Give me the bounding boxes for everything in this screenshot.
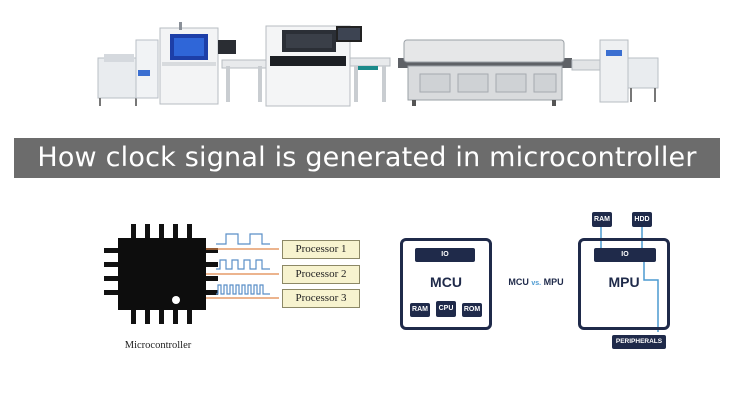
processor-1-box: Processor 1 — [282, 240, 360, 259]
vs-left: MCU — [508, 277, 529, 287]
monitor-station — [218, 40, 267, 102]
mcu-label: MCU — [430, 274, 462, 290]
mcu-ram-chip: RAM — [410, 303, 430, 317]
mpu-ram-chip: RAM — [592, 212, 612, 227]
reflow-oven — [398, 39, 572, 106]
mpu-block — [578, 238, 670, 330]
clock-wave-3 — [216, 284, 270, 295]
unloader-machine — [571, 39, 659, 103]
pick-and-place-machine — [265, 25, 391, 107]
mcu-rom-chip: ROM — [462, 303, 482, 317]
clock-signals — [206, 233, 279, 299]
mpu-hdd-chip: HDD — [632, 212, 652, 227]
clock-wave-1 — [216, 233, 270, 245]
microcontroller-caption: Microcontroller — [124, 340, 192, 351]
mpu-peripherals-chip: PERIPHERALS — [612, 335, 666, 349]
title-banner: How clock signal is generated in microco… — [14, 138, 720, 178]
vs-word: vs. — [531, 280, 542, 287]
chip-orientation-dot — [172, 296, 180, 304]
processor-2-box: Processor 2 — [282, 265, 360, 284]
chip-pins — [104, 224, 218, 324]
loader-machine — [97, 39, 159, 106]
mcu-cpu-chip: CPU — [436, 301, 456, 317]
production-line-photo — [97, 22, 659, 107]
mpu-label: MPU — [608, 274, 640, 290]
processor-3-box: Processor 3 — [282, 289, 360, 308]
page-title: How clock signal is generated in microco… — [37, 142, 697, 173]
mcu-vs-mpu-label: MCU vs. MPU — [490, 277, 582, 287]
mpu-io-chip: IO — [594, 248, 656, 262]
mcu-io-chip: IO — [415, 248, 475, 262]
chip-body — [118, 238, 206, 310]
microcontroller-diagram — [104, 224, 279, 324]
vs-right: MPU — [543, 277, 564, 287]
clock-wave-2 — [216, 259, 270, 270]
printer-machine — [159, 22, 219, 105]
